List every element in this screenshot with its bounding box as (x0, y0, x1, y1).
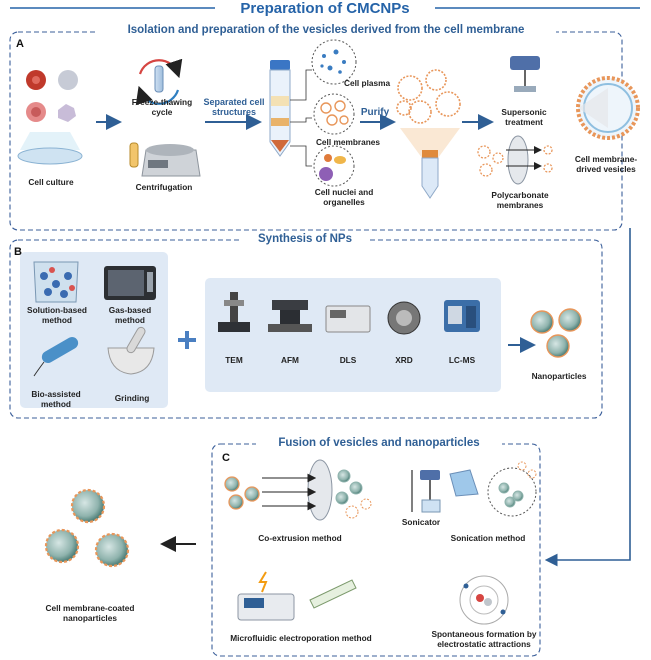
polycarbonate-label: Polycarbonate membranes (491, 190, 549, 210)
panel-b-label: B (14, 246, 22, 258)
vesicles-label: Cell membrane-drived vesicles (574, 154, 638, 174)
spontaneous-label: Spontaneous formation by electrostatic a… (431, 629, 537, 649)
freeze-thaw-icon (135, 58, 183, 106)
instrument-lcms-icon (444, 300, 480, 332)
cell-nuclei-label: Cell nuclei and organelles (314, 187, 374, 207)
instrument-tem-label: TEM (225, 355, 243, 365)
sonicator-label: Sonicator (401, 517, 441, 527)
falcon-tube-icon (269, 60, 291, 157)
supersonic-label: Supersonic treatment (501, 107, 547, 127)
instrument-tem-icon (218, 292, 250, 332)
cell-membranes-label: Cell membranes (315, 137, 381, 147)
panel-a-label: A (16, 38, 24, 50)
nanoparticles-label: Nanoparticles (531, 371, 587, 381)
section-c-heading: Fusion of vesicles and nanoparticles (256, 437, 502, 449)
plus-sign (178, 331, 196, 349)
centrifugation-label: Centrifugation (135, 182, 193, 192)
panel-c-label: C (222, 452, 230, 464)
gas-label: Gas-based method (108, 305, 152, 325)
characterization-panel (205, 278, 501, 392)
membrane-vesicle-icon (576, 76, 640, 140)
coated-label: Cell membrane-coated nanoparticles (45, 603, 135, 623)
supersonic-device (510, 56, 540, 92)
nanoparticles-icon (530, 308, 582, 358)
organelles-circle (313, 145, 355, 187)
fraction-connectors (290, 69, 312, 167)
electrostatic-icon (459, 575, 509, 625)
coextrusion-label: Co-extrusion method (258, 533, 342, 543)
polycarbonate-icon (477, 135, 553, 185)
instrument-dls-label: DLS (339, 355, 357, 365)
bio-label: Bio-assisted method (31, 389, 81, 409)
freeze-thawing-label: Freeze-thawing cycle (131, 97, 193, 117)
grinding-label: Grinding (114, 393, 150, 403)
microfluidic-label: Microfluidic electroporation method (230, 633, 372, 643)
coextrusion-icon (224, 459, 372, 521)
small-tube (421, 150, 439, 199)
centrifuge-icon (129, 142, 201, 177)
purified-vesicles (396, 69, 461, 124)
cell-plasma-circle (311, 39, 357, 85)
bio-capsule-icon (33, 337, 79, 377)
solution-beaker-icon (33, 261, 79, 303)
cell-culture-label: Cell culture (28, 177, 74, 187)
mortar-icon (107, 326, 155, 375)
cell-plasma-label: Cell plasma (344, 78, 391, 88)
connector-a-to-c (544, 228, 631, 567)
solution-label: Solution-based method (27, 305, 87, 325)
instrument-afm-icon (268, 300, 312, 332)
sonicator-c-icon (411, 461, 537, 517)
coated-np-icon (44, 488, 130, 568)
plus-text: + (178, 325, 179, 326)
cell-culture-icon (17, 70, 83, 165)
purify-label: Purify (360, 107, 390, 118)
separated-label: Separated cell structures (203, 97, 265, 118)
electroporation-icon (237, 571, 357, 621)
panel-c-frame (211, 443, 541, 657)
instrument-xrd-label: XRD (395, 355, 413, 365)
instrument-afm-label: AFM (281, 355, 299, 365)
instrument-dls-icon (325, 305, 371, 333)
cone-light (400, 128, 460, 158)
cell-membranes-circle (313, 93, 355, 135)
microwave-icon (104, 266, 156, 300)
sonication-label: Sonication method (450, 533, 526, 543)
page-title: Preparation of CMCNPs (240, 0, 410, 17)
instrument-lcms-label: LC-MS (448, 355, 476, 365)
section-a-heading: Isolation and preparation of the vesicle… (96, 24, 556, 36)
section-b-heading: Synthesis of NPs (240, 233, 370, 245)
